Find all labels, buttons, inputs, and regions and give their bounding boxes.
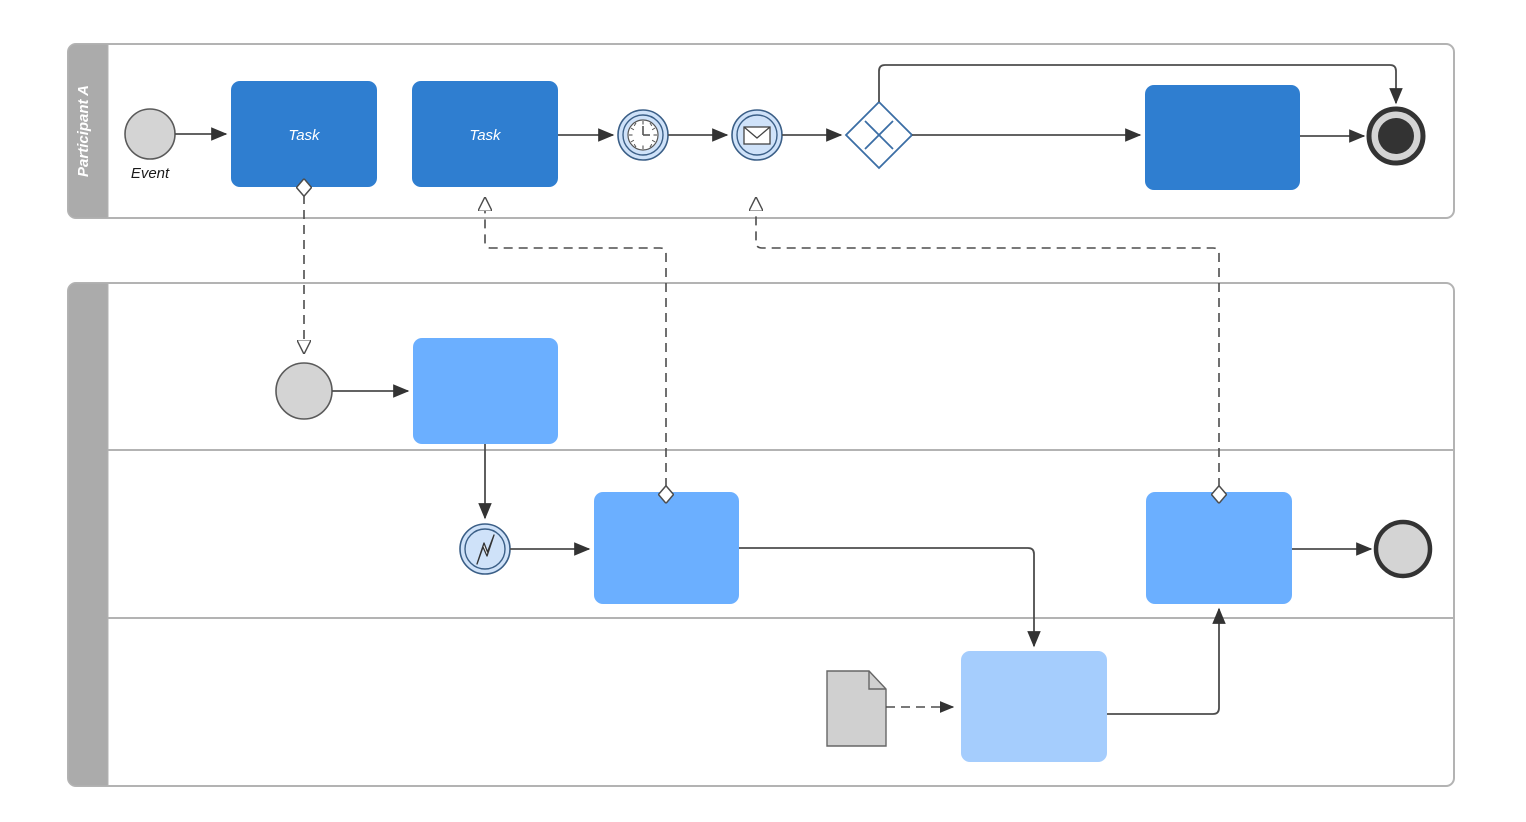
end-event-icon (1373, 519, 1433, 579)
task-icon (1145, 85, 1300, 190)
data-object-b[interactable] (826, 670, 887, 747)
end-event-terminate-a[interactable] (1366, 106, 1426, 166)
terminate-end-event-core (1378, 118, 1414, 154)
task-a-2-label: Task (469, 127, 502, 144)
message-envelope-icon (743, 126, 771, 145)
pool-unnamed-header (67, 282, 109, 787)
start-event-icon (275, 362, 333, 420)
error-event-b[interactable] (459, 523, 511, 575)
end-event-b[interactable] (1373, 519, 1433, 579)
task-a-2[interactable]: Task (412, 81, 558, 187)
task-icon (412, 81, 558, 187)
message-event-a[interactable] (731, 109, 783, 161)
data-object-fold-corner (868, 671, 886, 690)
task-b-1[interactable] (413, 338, 558, 444)
timer-event-a[interactable] (617, 109, 669, 161)
task-icon (1146, 492, 1292, 604)
pool-participant-a-header (67, 43, 109, 219)
sequence-flow-task-b-2-to-task-b-3[interactable] (739, 547, 1041, 648)
data-object-document-icon (826, 670, 887, 747)
sequence-flow-gateway-loop-to-end[interactable] (878, 64, 1403, 105)
task-b-4[interactable] (1146, 492, 1292, 604)
timer-clock-icon (627, 119, 659, 151)
gateway-a[interactable] (844, 100, 914, 170)
sequence-flow-task-b-3-to-task-b-4[interactable] (1107, 607, 1226, 715)
message-flow-task-b-4-to-message-event[interactable] (756, 198, 1219, 487)
task-b-3[interactable] (961, 651, 1107, 762)
task-icon (594, 492, 739, 604)
start-event-a-label: Event (131, 165, 170, 182)
message-flows (304, 195, 1219, 487)
task-icon (231, 81, 377, 187)
pool-participant-a-label: Participant A (75, 85, 92, 177)
start-event-a[interactable] (124, 108, 176, 160)
start-event-icon (124, 108, 176, 160)
task-a-3[interactable] (1145, 85, 1300, 190)
error-lightning-icon (476, 534, 495, 565)
task-b-2[interactable] (594, 492, 739, 604)
task-a-1[interactable]: Task (231, 81, 377, 187)
exclusive-gateway-x-icon (864, 120, 894, 150)
task-icon (413, 338, 558, 444)
task-a-1-label: Task (288, 127, 321, 144)
task-icon (961, 651, 1107, 762)
start-event-b[interactable] (275, 362, 333, 420)
